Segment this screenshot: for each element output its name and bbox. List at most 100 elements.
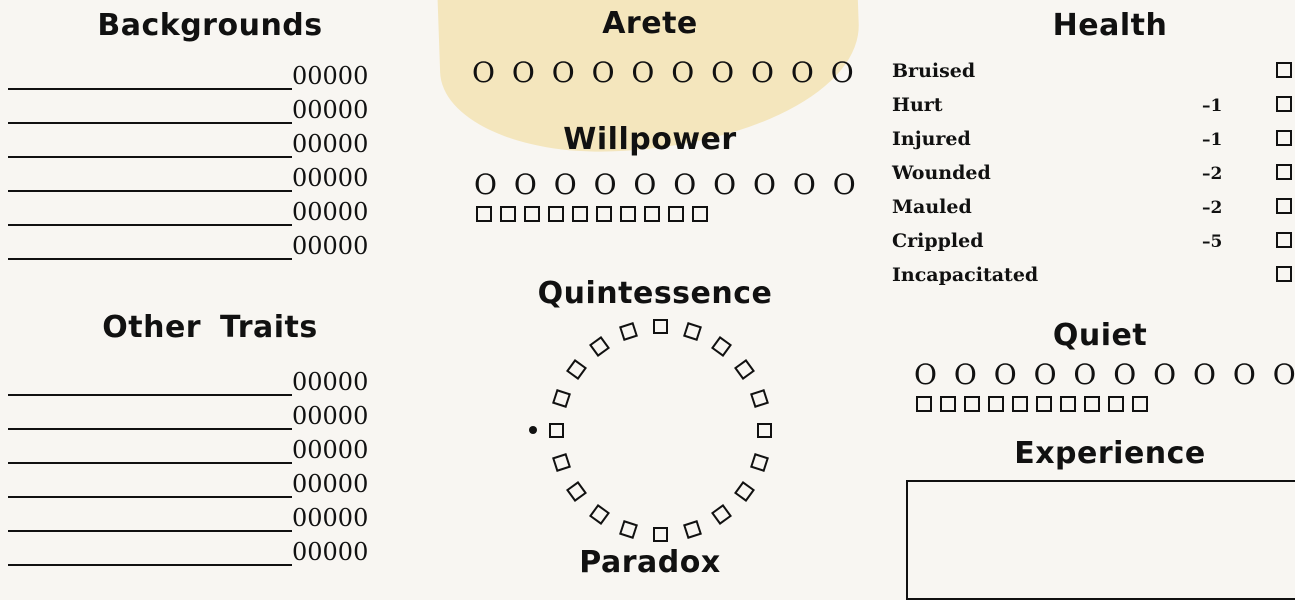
trait-name-line[interactable] <box>8 202 292 226</box>
health-checkbox[interactable] <box>1276 266 1292 282</box>
checkbox[interactable] <box>620 206 636 222</box>
checkbox[interactable] <box>524 206 540 222</box>
health-level-row: Mauled–2 <box>892 192 1294 222</box>
checkbox[interactable] <box>1084 396 1100 412</box>
quintessence-box[interactable] <box>565 358 587 380</box>
quintessence-start-dot <box>529 426 537 434</box>
trait-name-line[interactable] <box>8 474 292 498</box>
trait-dots[interactable]: 00000 <box>292 538 369 566</box>
health-level-label: Injured <box>892 128 971 150</box>
health-level-row: Wounded–2 <box>892 158 1294 188</box>
checkbox[interactable] <box>940 396 956 412</box>
trait-dots[interactable]: 00000 <box>292 164 369 192</box>
quintessence-box[interactable] <box>588 504 610 526</box>
health-penalty: –2 <box>1202 164 1223 184</box>
backgrounds-row[interactable]: 00000 <box>8 194 408 226</box>
quintessence-box[interactable] <box>734 358 756 380</box>
backgrounds-row[interactable]: 00000 <box>8 228 408 260</box>
quintessence-heading: Quintessence <box>537 276 773 311</box>
quintessence-box[interactable] <box>653 319 668 334</box>
quintessence-box[interactable] <box>552 453 572 473</box>
trait-dots[interactable]: 00000 <box>292 232 369 260</box>
checkbox[interactable] <box>572 206 588 222</box>
checkbox[interactable] <box>916 396 932 412</box>
health-checkbox[interactable] <box>1276 232 1292 248</box>
backgrounds-row[interactable]: 00000 <box>8 92 408 124</box>
quintessence-box[interactable] <box>757 423 772 438</box>
trait-name-line[interactable] <box>8 134 292 158</box>
trait-name-line[interactable] <box>8 236 292 260</box>
quintessence-box[interactable] <box>618 322 638 342</box>
checkbox[interactable] <box>668 206 684 222</box>
trait-name-line[interactable] <box>8 406 292 430</box>
other-traits-row[interactable]: 00000 <box>8 398 408 430</box>
quintessence-box[interactable] <box>552 388 572 408</box>
quintessence-box[interactable] <box>683 519 703 539</box>
quintessence-box[interactable] <box>749 388 769 408</box>
trait-dots[interactable]: 00000 <box>292 470 369 498</box>
backgrounds-row[interactable]: 00000 <box>8 126 408 158</box>
trait-dots[interactable]: 00000 <box>292 130 369 158</box>
willpower-heading: Willpower <box>563 122 737 157</box>
health-level-label: Incapacitated <box>892 264 1039 286</box>
quintessence-box[interactable] <box>618 519 638 539</box>
health-checkbox[interactable] <box>1276 62 1292 78</box>
health-penalty: –1 <box>1202 130 1223 150</box>
backgrounds-row[interactable]: 00000 <box>8 160 408 192</box>
checkbox[interactable] <box>692 206 708 222</box>
backgrounds-row[interactable]: 00000 <box>8 58 408 90</box>
trait-dots[interactable]: 00000 <box>292 96 369 124</box>
checkbox[interactable] <box>964 396 980 412</box>
checkbox[interactable] <box>1036 396 1052 412</box>
quintessence-box[interactable] <box>588 335 610 357</box>
other-traits-row[interactable]: 00000 <box>8 466 408 498</box>
trait-dots[interactable]: 00000 <box>292 436 369 464</box>
arete-dots[interactable]: O O O O O O O O O O <box>472 56 858 89</box>
checkbox[interactable] <box>1108 396 1124 412</box>
checkbox[interactable] <box>1012 396 1028 412</box>
other-traits-row[interactable]: 00000 <box>8 432 408 464</box>
trait-dots[interactable]: 00000 <box>292 504 369 532</box>
willpower-dots[interactable]: O O O O O O O O O O <box>474 168 860 201</box>
quintessence-box[interactable] <box>749 453 769 473</box>
health-checkbox[interactable] <box>1276 130 1292 146</box>
trait-dots[interactable]: 00000 <box>292 62 369 90</box>
trait-dots[interactable]: 00000 <box>292 368 369 396</box>
quintessence-box[interactable] <box>549 423 564 438</box>
quintessence-box[interactable] <box>711 504 733 526</box>
checkbox[interactable] <box>548 206 564 222</box>
quintessence-box[interactable] <box>711 335 733 357</box>
quintessence-box[interactable] <box>565 481 587 503</box>
quiet-heading: Quiet <box>1052 318 1148 353</box>
trait-name-line[interactable] <box>8 440 292 464</box>
trait-name-line[interactable] <box>8 100 292 124</box>
health-checkbox[interactable] <box>1276 164 1292 180</box>
checkbox[interactable] <box>644 206 660 222</box>
quintessence-box[interactable] <box>653 527 668 542</box>
other-traits-row[interactable]: 00000 <box>8 364 408 396</box>
other-traits-row[interactable]: 00000 <box>8 534 408 566</box>
trait-name-line[interactable] <box>8 66 292 90</box>
trait-name-line[interactable] <box>8 508 292 532</box>
checkbox[interactable] <box>1132 396 1148 412</box>
health-checkbox[interactable] <box>1276 96 1292 112</box>
other-traits-row[interactable]: 00000 <box>8 500 408 532</box>
checkbox[interactable] <box>476 206 492 222</box>
trait-dots[interactable]: 00000 <box>292 402 369 430</box>
health-checkbox[interactable] <box>1276 198 1292 214</box>
checkbox[interactable] <box>500 206 516 222</box>
health-level-label: Hurt <box>892 94 943 116</box>
quintessence-box[interactable] <box>683 322 703 342</box>
trait-name-line[interactable] <box>8 542 292 566</box>
trait-name-line[interactable] <box>8 168 292 192</box>
checkbox[interactable] <box>988 396 1004 412</box>
quiet-dots[interactable]: O O O O O O O O O O <box>914 358 1295 391</box>
experience-box[interactable] <box>906 480 1295 600</box>
experience-heading: Experience <box>1014 436 1206 471</box>
checkbox[interactable] <box>596 206 612 222</box>
trait-name-line[interactable] <box>8 372 292 396</box>
health-level-row: Crippled–5 <box>892 226 1294 256</box>
trait-dots[interactable]: 00000 <box>292 198 369 226</box>
quintessence-box[interactable] <box>734 481 756 503</box>
checkbox[interactable] <box>1060 396 1076 412</box>
